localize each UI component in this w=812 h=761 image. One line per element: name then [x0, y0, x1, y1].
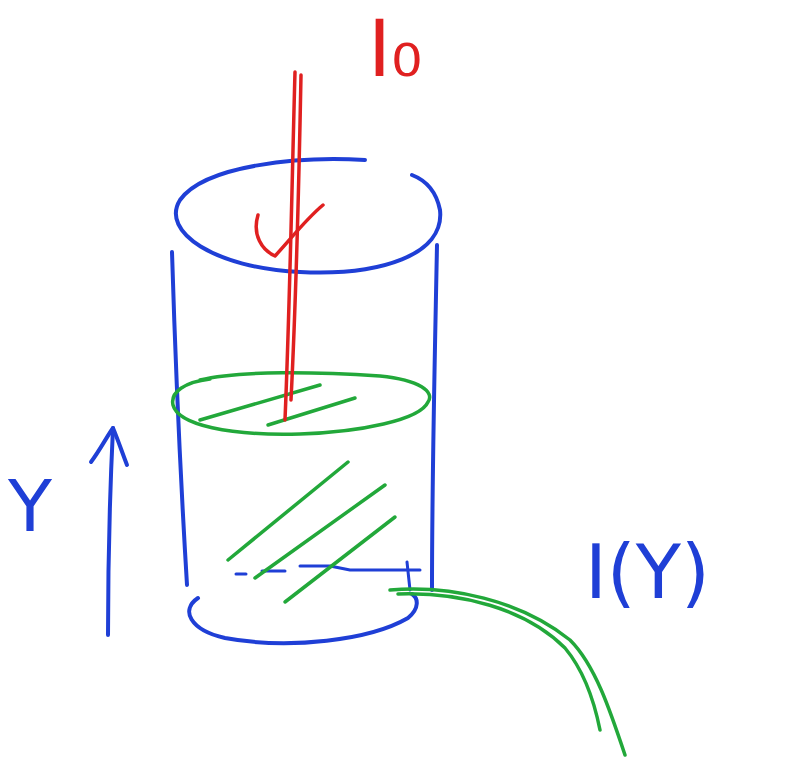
incident-beam-arrow	[256, 72, 323, 420]
axis-label: Y	[8, 470, 52, 542]
liquid	[173, 373, 625, 755]
y-axis-arrow	[91, 428, 127, 635]
cylinder-outline	[172, 159, 440, 643]
intensity-label: I(Y)	[585, 535, 710, 609]
intensity-label: I₀	[368, 10, 422, 88]
